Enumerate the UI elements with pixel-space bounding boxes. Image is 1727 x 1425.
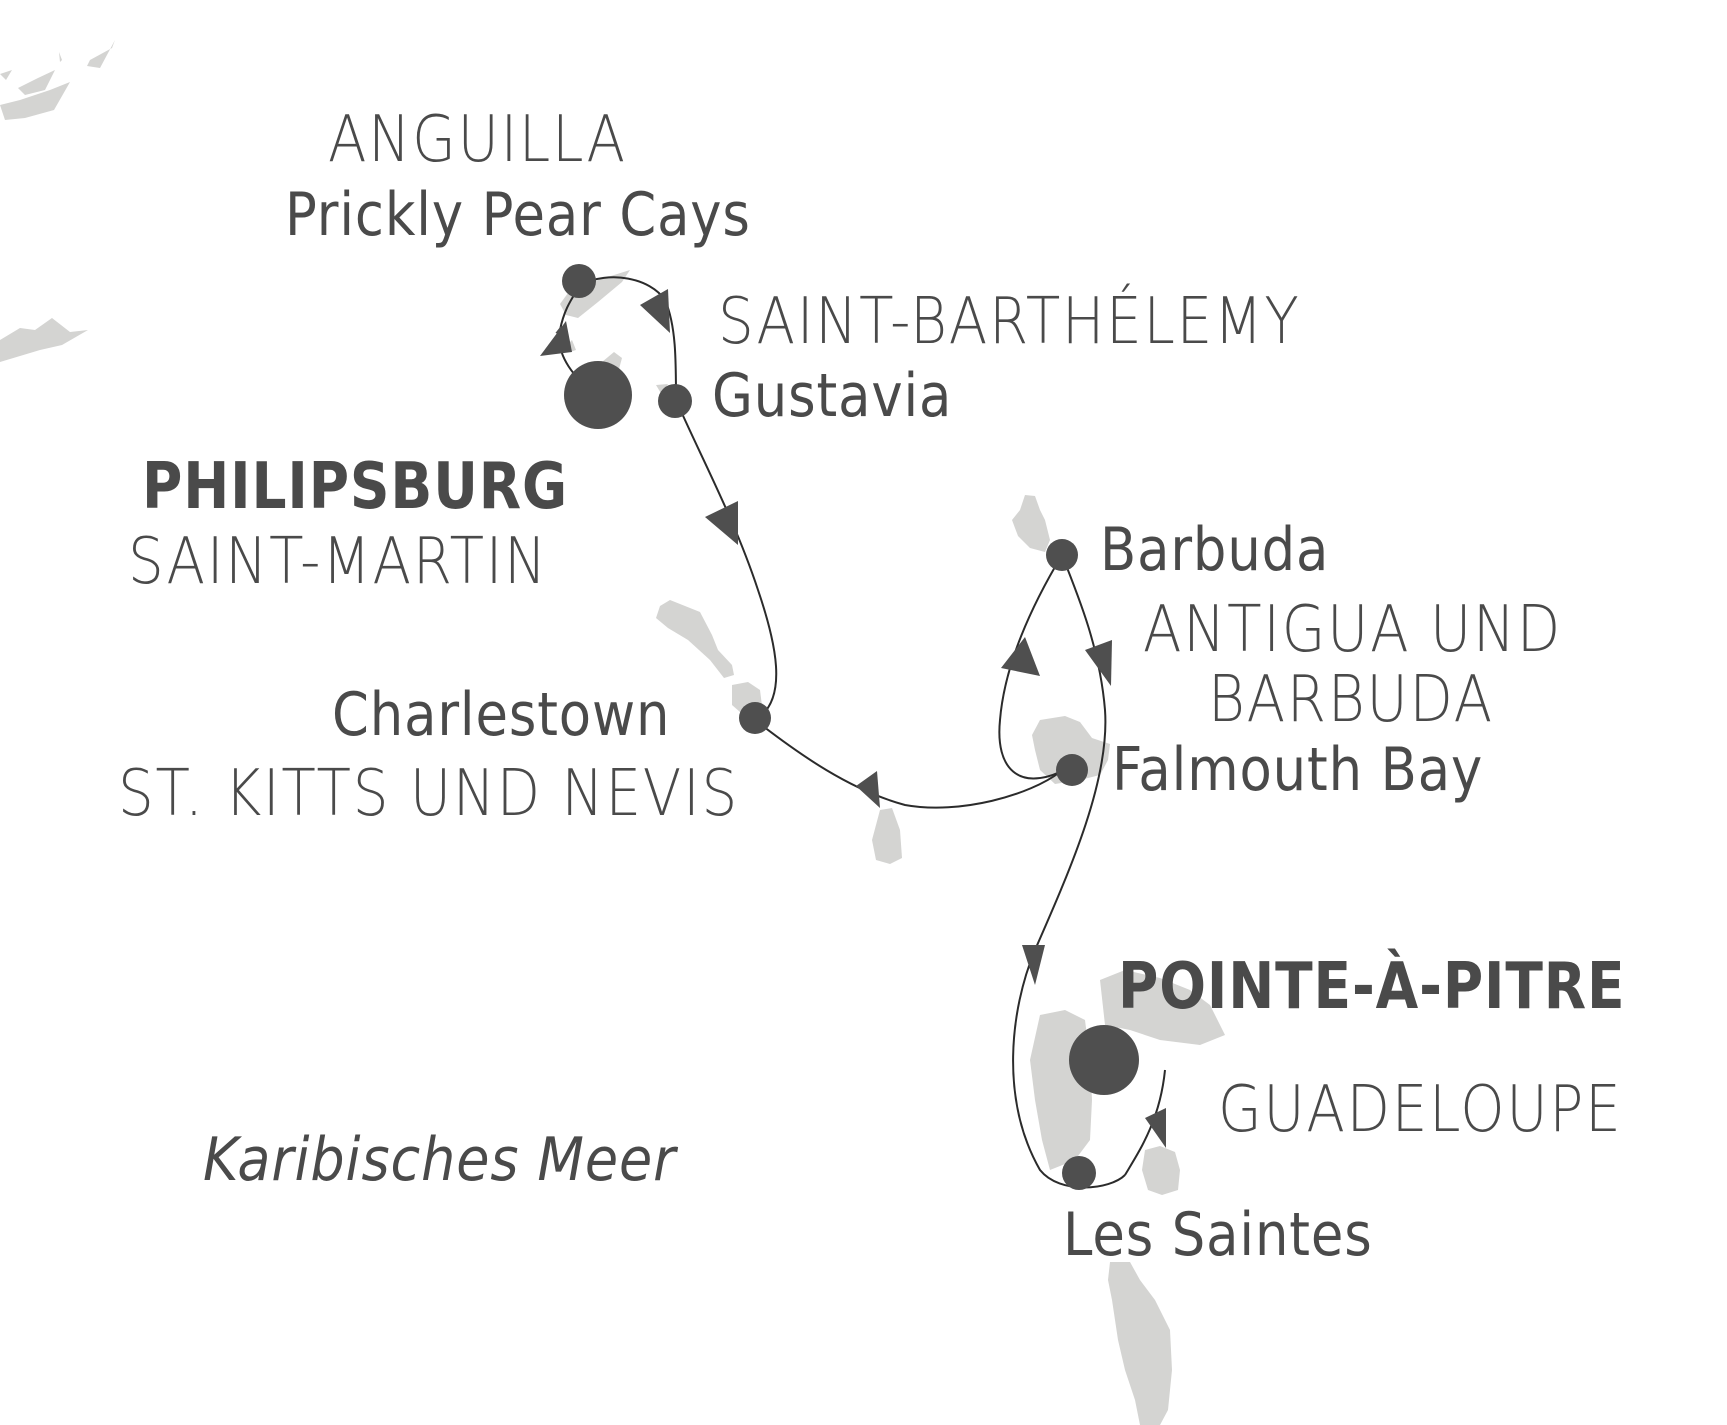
country-label-st-kitts-nevis: ST. KITTS UND NEVIS: [118, 757, 739, 831]
marker-les-saintes: [1062, 1156, 1096, 1190]
port-label-les-saintes: Les Saintes: [1063, 1200, 1373, 1270]
arrow-icon: [1001, 637, 1040, 676]
island-saint-barth: [656, 384, 668, 395]
island-virgin-3: [87, 40, 115, 68]
island-grande-terre: [1100, 970, 1225, 1045]
marker-pointe-a-pitre: [1069, 1025, 1139, 1095]
arrow-icon: [856, 771, 880, 808]
arrow-icon: [1145, 1108, 1166, 1148]
port-label-philipsburg: PHILIPSBURG: [142, 450, 569, 524]
arrow-icon: [640, 289, 670, 333]
arrow-icon: [705, 501, 738, 545]
country-label-barbuda: BARBUDA: [1208, 663, 1494, 737]
route-arrowheads: [540, 289, 1166, 1148]
port-label-pointe-a-pitre: POINTE-À-PITRE: [1118, 950, 1626, 1024]
country-label-antigua-und: ANTIGUA UND: [1143, 593, 1563, 667]
port-label-falmouth-bay: Falmouth Bay: [1112, 735, 1484, 805]
country-label-saint-barthelemy: SAINT-BARTHÉLEMY: [718, 285, 1301, 359]
arrow-icon: [540, 321, 572, 356]
marker-barbuda: [1046, 539, 1078, 571]
port-label-barbuda: Barbuda: [1100, 515, 1330, 585]
land-masses: [0, 40, 1225, 1425]
sea-label: Karibisches Meer: [203, 1125, 677, 1195]
island-virgin-1: [0, 82, 70, 120]
country-label-anguilla: ANGUILLA: [328, 103, 627, 177]
port-label-charlestown: Charlestown: [332, 680, 671, 750]
arrow-icon: [1022, 945, 1045, 985]
port-label-prickly-pear-cays: Prickly Pear Cays: [285, 180, 751, 250]
island-west: [0, 318, 88, 362]
island-virgin-5: [0, 70, 12, 80]
country-label-guadeloupe: GUADELOUPE: [1218, 1073, 1623, 1147]
island-montserrat: [872, 808, 902, 864]
island-virgin-2: [18, 70, 55, 95]
island-st-kitts: [656, 600, 734, 678]
arrow-icon: [1085, 640, 1112, 686]
marker-prickly-pear-cays: [562, 264, 596, 298]
marker-falmouth-bay: [1056, 754, 1088, 786]
island-antigua: [1032, 716, 1110, 784]
port-label-gustavia: Gustavia: [712, 361, 953, 431]
island-anguilla: [560, 270, 630, 318]
country-label-saint-martin: SAINT-MARTIN: [128, 525, 549, 599]
island-dominica: [1108, 1262, 1172, 1425]
port-markers: [562, 264, 1139, 1190]
marker-charlestown: [739, 702, 771, 734]
island-virgin-4: [59, 52, 62, 62]
island-marie-galante: [1142, 1146, 1180, 1195]
marker-philipsburg: [564, 361, 632, 429]
marker-gustavia: [658, 384, 692, 418]
island-barbuda: [1012, 495, 1050, 552]
